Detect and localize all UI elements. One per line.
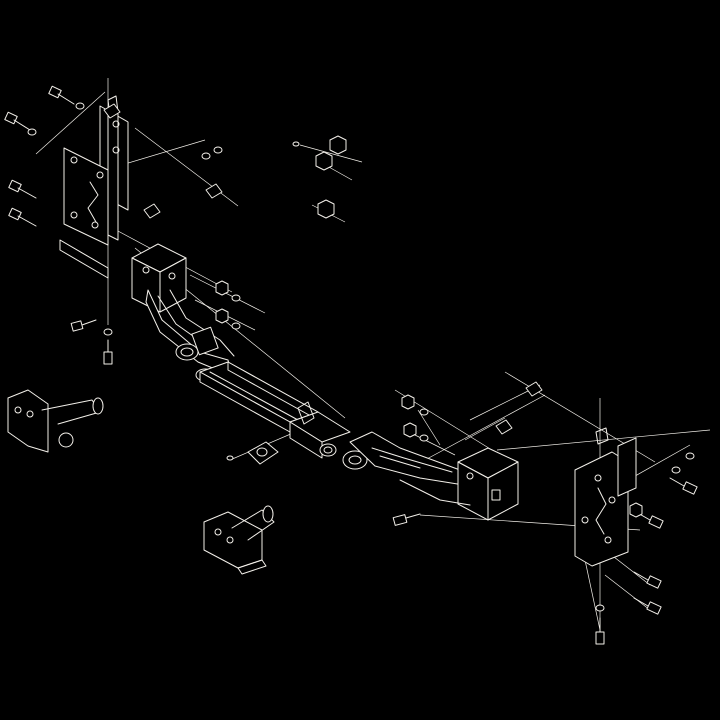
bolt <box>48 85 75 105</box>
hex-nut <box>403 422 417 438</box>
hex-nut <box>329 135 347 155</box>
bolt <box>103 339 113 365</box>
bolt <box>669 477 698 495</box>
washer <box>27 128 37 136</box>
washer <box>671 466 681 474</box>
right-frame-bracket <box>574 427 637 567</box>
bolt <box>392 513 421 526</box>
washer <box>226 455 234 461</box>
washer <box>103 328 113 336</box>
washer <box>213 146 223 154</box>
bolt <box>4 111 31 131</box>
washer <box>685 452 695 460</box>
left-receiver-bracket-with-pin <box>7 389 104 453</box>
bolt <box>633 597 662 615</box>
washer <box>75 102 85 110</box>
bolt <box>633 571 662 589</box>
washer <box>201 152 211 160</box>
bolt <box>595 617 605 645</box>
washer <box>292 141 300 147</box>
right-crossmember-arm <box>342 431 519 521</box>
safety-chain-plate <box>247 441 279 465</box>
spacer-plate <box>103 103 121 119</box>
washer <box>419 408 429 416</box>
left-frame-bracket <box>59 95 129 279</box>
bolt <box>8 207 37 227</box>
hex-nut <box>401 394 415 410</box>
hex-nuts <box>215 135 643 518</box>
washer <box>231 322 241 330</box>
center-crossmember-tube <box>199 361 351 459</box>
spacer-plate <box>143 203 161 219</box>
spacer-plate <box>205 183 223 199</box>
spacer-plate <box>525 381 543 397</box>
washer <box>419 434 429 442</box>
hex-nut <box>317 199 335 219</box>
washer <box>231 294 241 302</box>
washer <box>595 604 605 612</box>
bolt <box>70 319 97 332</box>
bolt <box>8 179 37 199</box>
square-spacer-plates <box>103 103 543 435</box>
hex-nut <box>629 502 643 518</box>
carriage-bolts <box>4 85 698 645</box>
washers <box>27 102 695 612</box>
spacer-plate <box>495 419 513 435</box>
right-receiver-bracket-with-pin <box>203 505 275 575</box>
hex-nut <box>215 280 229 296</box>
hex-nut <box>315 151 333 171</box>
hex-nut <box>215 308 229 324</box>
